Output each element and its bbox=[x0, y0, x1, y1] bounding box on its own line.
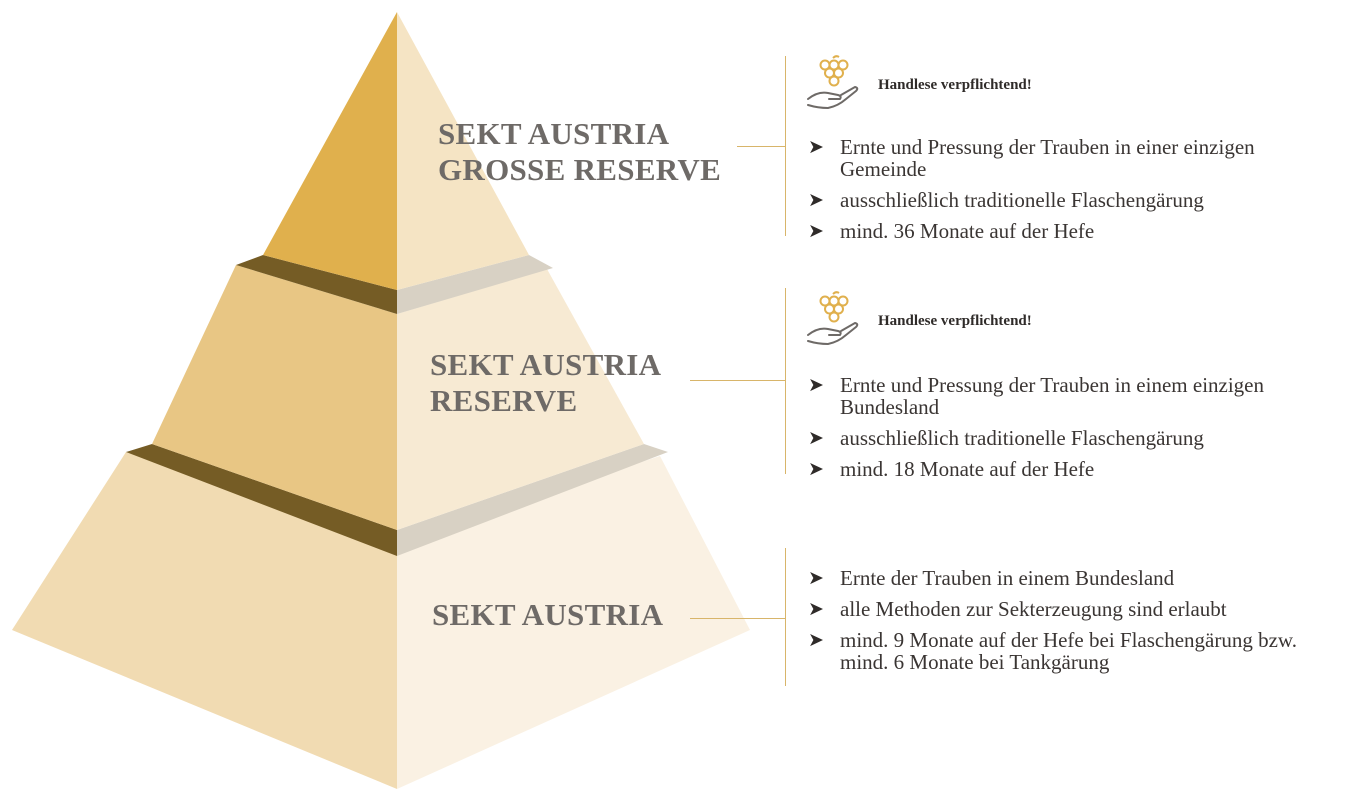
pyramid-band-upper-left bbox=[236, 255, 397, 314]
arrow-bullet-icon: ➤ bbox=[808, 428, 824, 449]
tier-label-grosse-reserve: SEKT AUSTRIA GROSSE RESERVE bbox=[438, 116, 721, 188]
tier-label-line: GROSSE RESERVE bbox=[438, 152, 722, 187]
tier-label-reserve: SEKT AUSTRIA RESERVE bbox=[430, 347, 661, 419]
bullet-list-bottom: ➤ Ernte der Trauben in einem Bundesland ➤… bbox=[808, 567, 1353, 682]
handlese-text: Handlese verpflichtend! bbox=[878, 312, 1032, 329]
handlese-badge-top: Handlese verpflichtend! bbox=[806, 54, 1032, 112]
list-item-text: ausschließlich traditionelle Flaschengär… bbox=[840, 426, 1204, 450]
handlese-text: Handlese verpflichtend! bbox=[878, 76, 1032, 93]
tier-label-line: SEKT AUSTRIA bbox=[430, 347, 662, 382]
pyramid-band-lower-left bbox=[126, 444, 397, 556]
pyramid-tier-middle-right bbox=[397, 269, 644, 530]
list-item: ➤ Ernte und Pressung der Trauben in einer… bbox=[808, 136, 1328, 180]
tier-label-line: SEKT AUSTRIA bbox=[438, 116, 670, 151]
pyramid-tier-base-right bbox=[397, 456, 750, 789]
list-item-text: alle Methoden zur Sekterzeugung sind erl… bbox=[840, 597, 1227, 621]
tier-label-line: RESERVE bbox=[430, 383, 578, 418]
list-item-text: Ernte der Trauben in einem Bundesland bbox=[840, 566, 1175, 590]
connector-vertical-middle bbox=[785, 288, 786, 474]
list-item: ➤ mind. 36 Monate auf der Hefe bbox=[808, 220, 1328, 242]
list-item: ➤ mind. 9 Monate auf der Hefe bei Flasche… bbox=[808, 629, 1353, 673]
arrow-bullet-icon: ➤ bbox=[808, 190, 824, 211]
bullet-list-middle: ➤ Ernte und Pressung der Trauben in einem… bbox=[808, 374, 1328, 489]
tier-label-line: SEKT AUSTRIA bbox=[432, 597, 664, 632]
list-item-text: mind. 18 Monate auf der Hefe bbox=[840, 457, 1095, 481]
connector-vertical-top bbox=[785, 56, 786, 236]
pyramid-tier-middle-left bbox=[152, 265, 397, 530]
arrow-bullet-icon: ➤ bbox=[808, 599, 824, 620]
hand-icon bbox=[807, 322, 859, 345]
list-item-text: Ernte und Pressung der Trauben in einer … bbox=[840, 135, 1255, 181]
arrow-bullet-icon: ➤ bbox=[808, 137, 824, 158]
arrow-bullet-icon: ➤ bbox=[808, 568, 824, 589]
connector-horizontal-bottom bbox=[690, 618, 785, 619]
list-item: ➤ ausschließlich traditionelle Flaschengä… bbox=[808, 427, 1328, 449]
handlese-badge-middle: Handlese verpflichtend! bbox=[806, 290, 1032, 348]
connector-horizontal-middle bbox=[690, 380, 785, 381]
list-item-text: mind. 36 Monate auf der Hefe bbox=[840, 219, 1095, 243]
pyramid-tier-base-left bbox=[12, 452, 397, 789]
connector-horizontal-top bbox=[737, 146, 785, 147]
list-item: ➤ Ernte und Pressung der Trauben in einem… bbox=[808, 374, 1328, 418]
grape-hand-icon bbox=[807, 55, 859, 109]
pyramid-band-lower-right bbox=[397, 444, 668, 556]
list-item: ➤ mind. 18 Monate auf der Hefe bbox=[808, 458, 1328, 480]
list-item: ➤ alle Methoden zur Sekterzeugung sind er… bbox=[808, 598, 1353, 620]
tier-label-sekt-austria: SEKT AUSTRIA bbox=[432, 597, 663, 633]
arrow-bullet-icon: ➤ bbox=[808, 459, 824, 480]
grape-icon bbox=[819, 291, 849, 323]
pyramid-band-upper-right bbox=[397, 255, 553, 314]
bullet-list-top: ➤ Ernte und Pressung der Trauben in einer… bbox=[808, 136, 1328, 251]
list-item-text: Ernte und Pressung der Trauben in einem … bbox=[840, 373, 1264, 419]
connector-vertical-bottom bbox=[785, 548, 786, 686]
grape-hand-icon bbox=[807, 291, 859, 345]
arrow-bullet-icon: ➤ bbox=[808, 630, 824, 651]
pyramid-tier-top-left bbox=[263, 12, 397, 290]
list-item: ➤ Ernte der Trauben in einem Bundesland bbox=[808, 567, 1353, 589]
pyramid-diagram bbox=[12, 12, 750, 789]
list-item: ➤ ausschließlich traditionelle Flaschengä… bbox=[808, 189, 1328, 211]
pyramid-tier-top-right bbox=[397, 12, 529, 290]
arrow-bullet-icon: ➤ bbox=[808, 221, 824, 242]
hand-icon bbox=[807, 86, 859, 109]
grape-icon bbox=[819, 55, 849, 87]
list-item-text: ausschließlich traditionelle Flaschengär… bbox=[840, 188, 1204, 212]
list-item-text: mind. 9 Monate auf der Hefe bei Flaschen… bbox=[840, 628, 1297, 674]
arrow-bullet-icon: ➤ bbox=[808, 375, 824, 396]
